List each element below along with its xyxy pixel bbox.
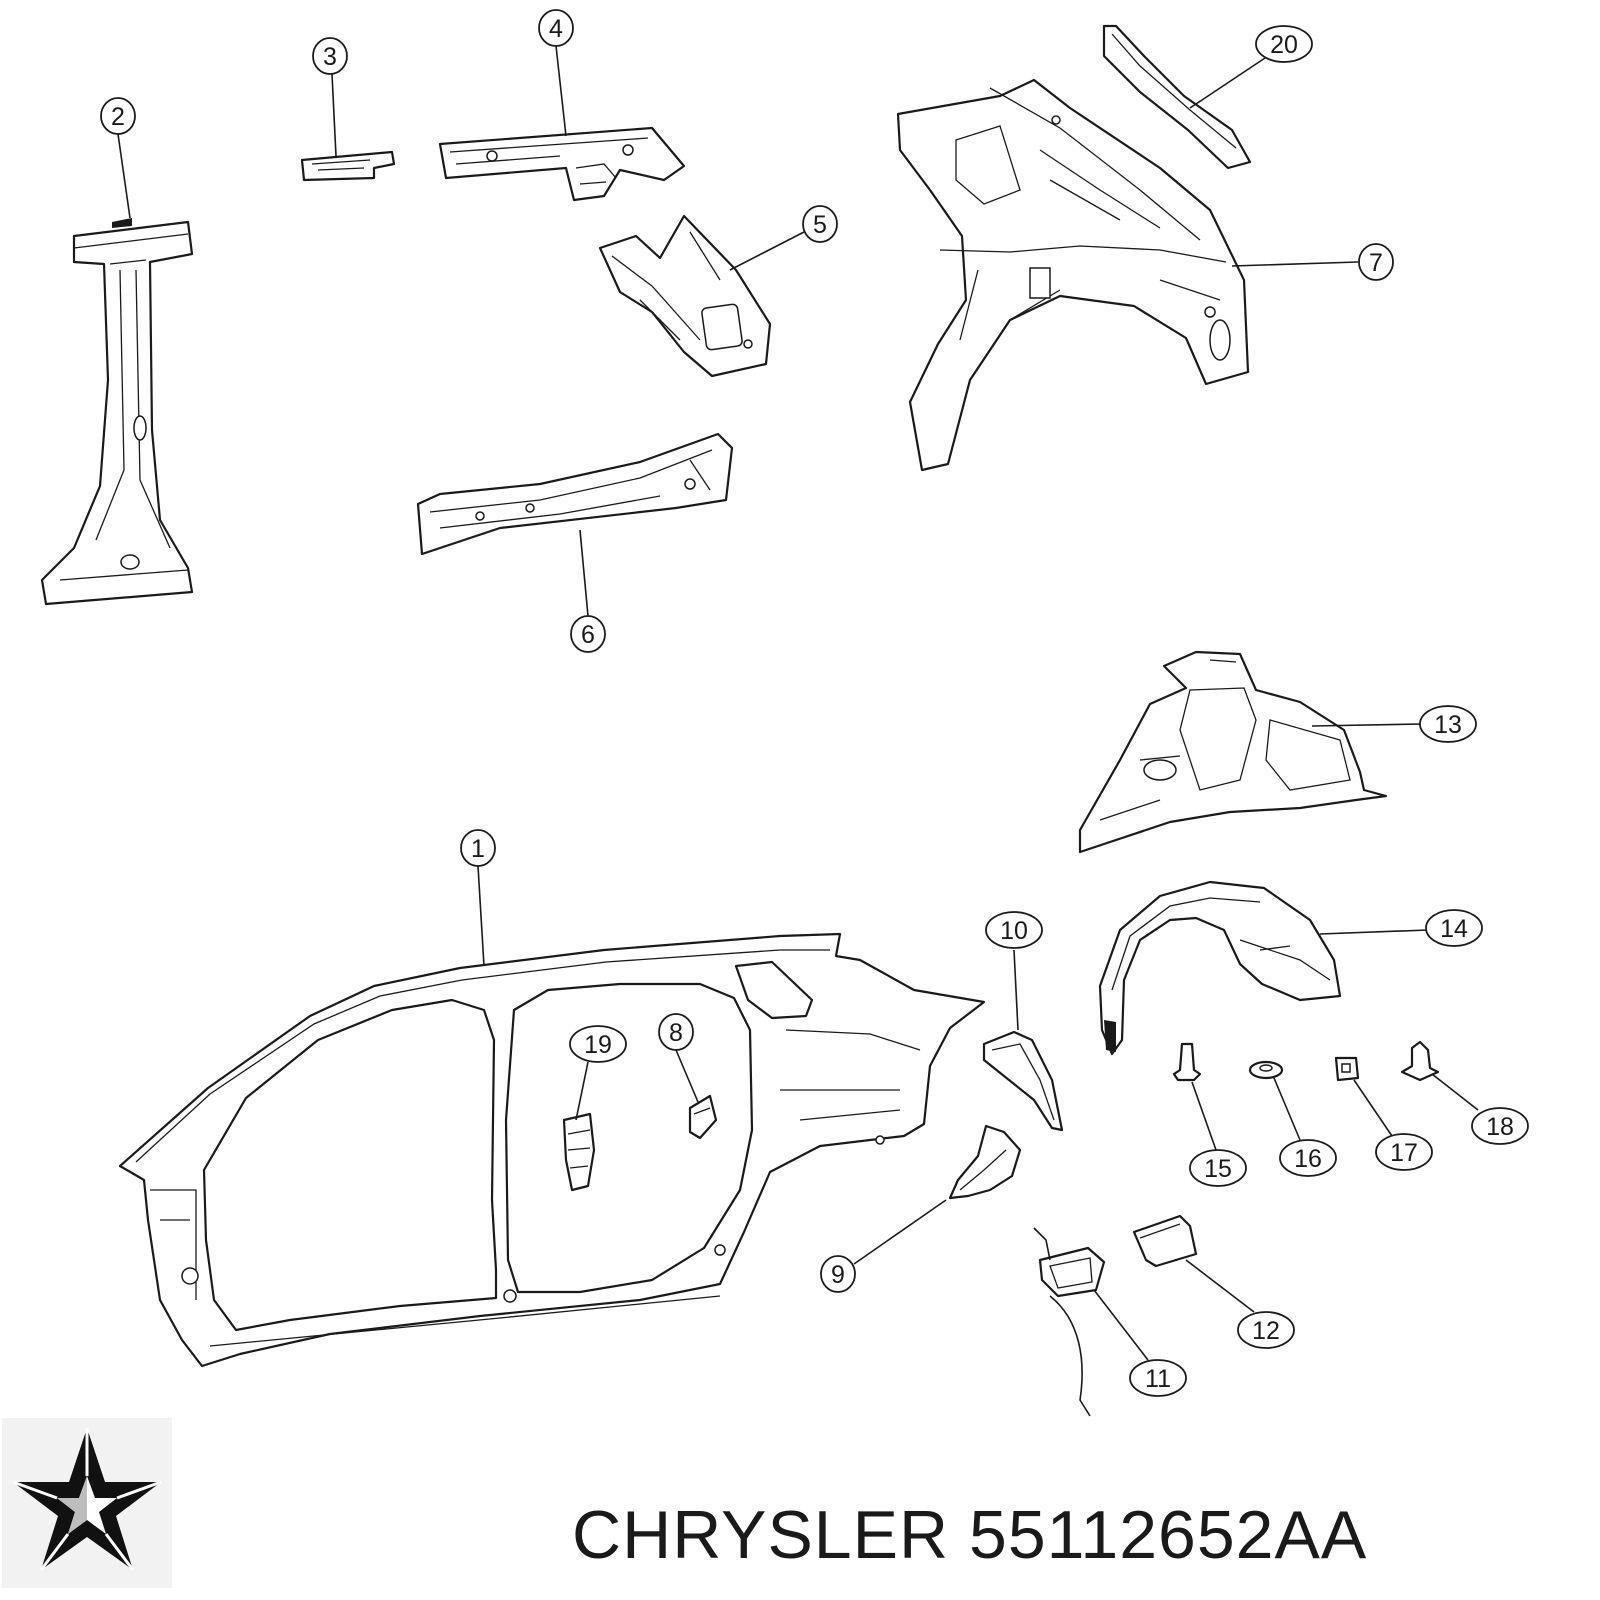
callout-label: 1 bbox=[471, 835, 485, 863]
part-7-quarter-inner bbox=[896, 78, 1250, 472]
part-12-fuel-door bbox=[1132, 1214, 1198, 1268]
callout-label: 19 bbox=[584, 1031, 612, 1059]
leader-lines bbox=[117, 45, 1479, 1361]
part-6-rocker bbox=[416, 432, 734, 556]
callout-20: 20 bbox=[1255, 25, 1313, 63]
part-10-lamp-pocket bbox=[982, 1030, 1064, 1132]
callout-3: 3 bbox=[312, 37, 348, 75]
callout-5: 5 bbox=[802, 205, 838, 243]
callout-4: 4 bbox=[538, 9, 574, 47]
callout-label: 17 bbox=[1390, 1139, 1418, 1167]
callout-11: 11 bbox=[1129, 1359, 1187, 1397]
part-8-striker bbox=[688, 1094, 718, 1140]
callout-label: 18 bbox=[1486, 1113, 1514, 1141]
callout-15: 15 bbox=[1189, 1149, 1247, 1187]
brand-part-number-label: CHRYSLER 55112652AA bbox=[572, 1496, 1367, 1574]
callout-label: 4 bbox=[549, 15, 563, 43]
part-11-fuel-housing bbox=[1033, 1227, 1106, 1417]
part-17-clip bbox=[1334, 1056, 1360, 1082]
callout-1: 1 bbox=[460, 829, 496, 867]
callout-label: 11 bbox=[1145, 1365, 1171, 1393]
callout-label: 5 bbox=[813, 211, 827, 239]
part-2-pillar bbox=[40, 218, 194, 606]
callout-10: 10 bbox=[985, 911, 1043, 949]
callout-label: 12 bbox=[1252, 1317, 1280, 1345]
part-20-reinforcement bbox=[1102, 24, 1252, 170]
callout-label: 15 bbox=[1204, 1155, 1232, 1183]
part-16-nut bbox=[1248, 1060, 1284, 1080]
part-14-wheelhouse-liner bbox=[1098, 880, 1342, 1056]
callout-label: 7 bbox=[1369, 249, 1383, 277]
callout-label: 16 bbox=[1294, 1145, 1322, 1173]
callout-label: 9 bbox=[831, 1261, 845, 1289]
part-19-bracket bbox=[562, 1112, 596, 1192]
callout-13: 13 bbox=[1419, 705, 1477, 743]
part-number: 55112652AA bbox=[969, 1497, 1368, 1573]
callout-16: 16 bbox=[1279, 1139, 1337, 1177]
part-15-stud bbox=[1172, 1042, 1202, 1082]
callout-17: 17 bbox=[1375, 1133, 1433, 1171]
callout-8: 8 bbox=[658, 1013, 694, 1051]
part-5-quarter-bracket bbox=[598, 214, 772, 378]
callout-label: 13 bbox=[1434, 711, 1462, 739]
callout-9: 9 bbox=[820, 1255, 856, 1293]
callout-label: 2 bbox=[111, 103, 125, 131]
part-18-push-pin bbox=[1400, 1040, 1440, 1082]
part-9-bracket bbox=[948, 1124, 1022, 1200]
callout-7: 7 bbox=[1358, 243, 1394, 281]
callout-19: 19 bbox=[569, 1025, 627, 1063]
chrysler-pentastar-icon bbox=[2, 1418, 172, 1588]
callout-12: 12 bbox=[1237, 1311, 1295, 1349]
part-13-wheelhouse-inner bbox=[1078, 650, 1388, 854]
callout-2: 2 bbox=[100, 97, 136, 135]
callout-6: 6 bbox=[570, 615, 606, 653]
callout-14: 14 bbox=[1425, 909, 1483, 947]
part-3-bracket bbox=[300, 150, 396, 182]
callout-label: 8 bbox=[669, 1019, 683, 1047]
callout-label: 20 bbox=[1270, 31, 1298, 59]
part-4-roof-rail bbox=[438, 126, 686, 202]
callout-label: 14 bbox=[1440, 915, 1468, 943]
callout-label: 3 bbox=[323, 43, 337, 71]
callout-label: 10 bbox=[1000, 917, 1028, 945]
callout-label: 6 bbox=[581, 621, 595, 649]
part-1-body-side bbox=[118, 932, 986, 1368]
brand-name: CHRYSLER bbox=[572, 1497, 950, 1573]
callout-18: 18 bbox=[1471, 1107, 1529, 1145]
